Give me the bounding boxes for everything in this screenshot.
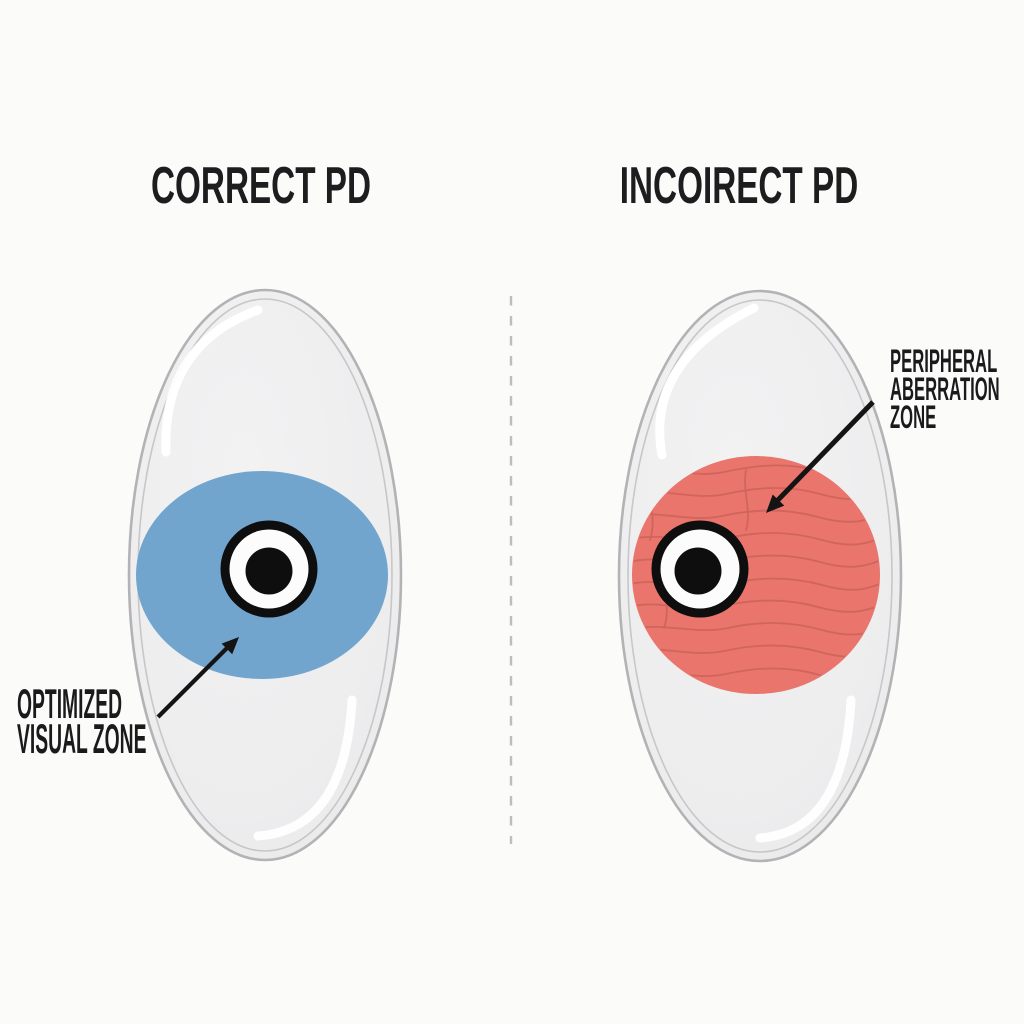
right-title: INCOIRECT PD <box>620 157 858 215</box>
left-eye-pupil <box>245 547 293 595</box>
peripheral-label-line2: ABERRATION <box>890 372 1000 407</box>
right-lens-bottom-highlight <box>755 695 856 843</box>
optimized-label-line2: VISUAL ZONE <box>17 714 146 762</box>
peripheral-label-line1: PERIPHERAL <box>890 344 997 379</box>
peripheral-aberration-zone <box>632 456 880 694</box>
left-lens-top-highlight <box>161 305 263 457</box>
optimized-label-line1: OPTIMIZED <box>17 679 122 727</box>
left-panel: CORRECT PD <box>17 157 403 862</box>
right-eye-icon <box>651 520 749 618</box>
right-annotation-arrow <box>766 400 875 513</box>
peripheral-label-line3: ZONE <box>890 400 936 435</box>
right-annotation-label: PERIPHERAL ABERRATION ZONE <box>890 344 1000 435</box>
left-eye-icon <box>220 520 318 618</box>
left-annotation-label: OPTIMIZED VISUAL ZONE <box>17 679 146 762</box>
right-lens-top-highlight <box>655 303 759 460</box>
left-annotation-arrow <box>156 637 239 719</box>
right-panel: INCOIRECT PD <box>617 157 1000 863</box>
left-lens-bottom-highlight <box>253 695 357 841</box>
left-title: CORRECT PD <box>151 157 371 215</box>
right-lens-inner-outline <box>627 299 893 853</box>
right-eye-pupil <box>674 547 722 595</box>
